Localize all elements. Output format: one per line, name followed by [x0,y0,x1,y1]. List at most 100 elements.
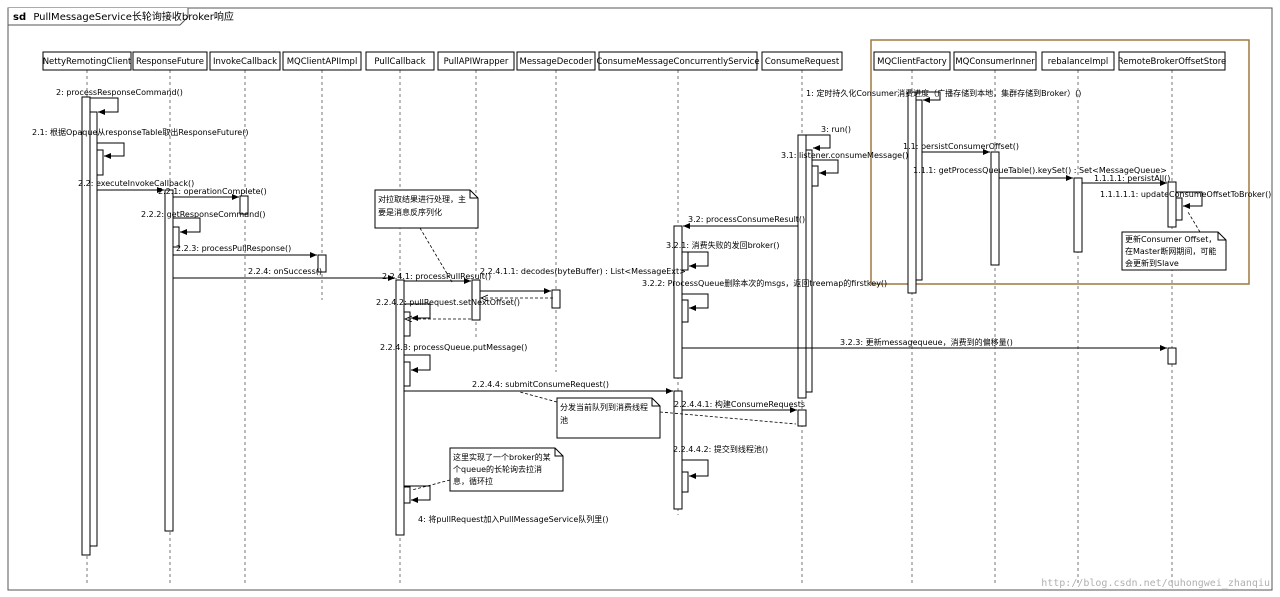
message-2-2-1: 2.2.1: operationComplete() [158,187,267,200]
message-2-2-4-4: 2.2.4.4: submitConsumeRequest() [404,380,673,394]
svg-text:2.2.4.1.1: decodes(byteBuffer): 2.2.4.1.1: decodes(byteBuffer) : List<Me… [480,267,686,276]
svg-text:2.2.4.1: processPullResult(): 2.2.4.1: processPullResult() [382,272,491,281]
svg-text:4: 将pullRequest加入PullMessageSe: 4: 将pullRequest加入PullMessageService队列里() [418,514,609,524]
watermark: http://blog.csdn.net/quhongwei_zhanqiu [1041,578,1270,589]
message-2-2-4-4-1: 2.2.4.4.1: 构建ConsumeRequests [674,399,805,413]
svg-text:3: run(): 3: run() [821,125,851,134]
svg-text:2.2.4.3: processQueue.putMessa: 2.2.4.3: processQueue.putMessage() [380,343,527,352]
lifeline-consume-request: ConsumeRequest [761,51,843,71]
svg-text:NettyRemotingClient: NettyRemotingClient [43,57,132,67]
svg-text:更新Consumer Offset，: 更新Consumer Offset， [1125,234,1216,244]
svg-text:PullCallback: PullCallback [374,57,425,67]
svg-text:分发当前队列到消费线程: 分发当前队列到消费线程 [560,402,648,412]
lifeline-pull-api-wrapper: PullAPIWrapper [437,51,515,71]
svg-text:3.2.3: 更新messagequeue，消费到的偏移量(: 3.2.3: 更新messagequeue，消费到的偏移量() [840,337,1013,347]
svg-text:ConsumeRequest: ConsumeRequest [765,57,840,67]
svg-text:2.2.4.4: submitConsumeRequest(: 2.2.4.4: submitConsumeRequest() [472,380,609,389]
svg-text:个queue的长轮询去拉消: 个queue的长轮询去拉消 [453,464,542,474]
message-2: 2: processResponseCommand() [56,88,183,115]
message-2-2-4-1: 2.2.4.1: processPullResult() [382,272,491,284]
message-3-1: 3.1: listener.consumeMessage() [781,151,908,176]
lifeline-message-decoder: MessageDecoder [516,51,596,71]
lifeline-heads: NettyRemotingClient ResponseFuture Invok… [42,51,1226,71]
svg-text:3.2: processConsumeResult(): 3.2: processConsumeResult() [688,215,805,224]
lifeline-netty-remoting-client: NettyRemotingClient [42,51,132,71]
message-3: 3: run() [806,125,851,151]
message-2-2: 2.2: executeInvokeCallback() [78,179,194,193]
svg-text:1.1: persistConsumerOffset(): 1.1: persistConsumerOffset() [903,142,1019,151]
message-2-2-4-4-2: 2.2.4.4.2: 提交到线程池() [673,444,768,479]
svg-text:3.2.1: 消费失败的发回broker(): 3.2.1: 消费失败的发回broker() [666,240,779,250]
svg-text:MessageDecoder: MessageDecoder [519,57,593,67]
svg-text:InvokeCallback: InvokeCallback [213,57,277,67]
svg-text:MQClientAPIImpl: MQClientAPIImpl [287,57,358,67]
message-2-2-4-2: 2.2.4.2: pullRequest.setNextOffset() [376,298,520,321]
frame-title: sd PullMessageService长轮询接收broker响应 [13,10,234,23]
svg-text:2.2.2: getResponseCommand(): 2.2.2: getResponseCommand() [141,210,266,219]
svg-text:RemoteBrokerOffsetStore: RemoteBrokerOffsetStore [1118,57,1226,67]
svg-text:息，循环拉: 息，循环拉 [453,476,493,486]
message-2-2-4-3: 2.2.4.3: processQueue.putMessage() [380,343,527,373]
message-3-2: 3.2: processConsumeResult() [683,215,805,229]
svg-text:MQConsumerInner: MQConsumerInner [955,57,1035,67]
svg-text:1.1.1.1: persistAll(): 1.1.1.1: persistAll() [1094,174,1170,183]
note-long-polling: 这里实现了一个broker的某 个queue的长轮询去拉消 息，循环拉 [411,447,564,492]
svg-text:1.1.1: getProcessQueueTable().: 1.1.1: getProcessQueueTable().keySet() :… [913,166,1167,175]
lifeline-response-future: ResponseFuture [132,51,208,71]
svg-text:2: processResponseCommand(): 2: processResponseCommand() [56,88,183,97]
svg-text:ResponseFuture: ResponseFuture [136,57,204,67]
message-3-2-3: 3.2.3: 更新messagequeue，消费到的偏移量() [682,337,1167,351]
svg-text:2.2.4.4.2: 提交到线程池(): 2.2.4.4.2: 提交到线程池() [673,444,768,454]
svg-text:要是消息反序列化: 要是消息反序列化 [378,207,442,217]
svg-text:会更新到Slave: 会更新到Slave [1125,258,1179,268]
svg-text:rebalanceImpl: rebalanceImpl [1048,57,1109,67]
messages: 2: processResponseCommand() 2.1: 根据Opaqu… [32,88,1271,524]
lifeline-consume-message-concurrently-service: ConsumeMessageConcurrentlyService [596,51,760,71]
return-arrows [405,298,553,319]
svg-text:MQClientFactory: MQClientFactory [877,57,947,67]
message-2-2-4-1-1: 2.2.4.1.1: decodes(byteBuffer) : List<Me… [480,267,686,294]
lifeline-mq-client-api-impl: MQClientAPIImpl [282,51,362,71]
note-offset-update: 更新Consumer Offset， 在Master断网期间，可能 会更新到Sl… [1121,211,1227,271]
message-1: 1: 定时持久化Consumer消费进度（广播存储到本地，集群存储到Broker… [806,88,1081,103]
offset-group-box [870,39,1250,285]
note-dispatch: 分发当前队列到消费线程 池 [519,391,797,439]
svg-text:2.1: 根据Opaque从responseTable取出R: 2.1: 根据Opaque从responseTable取出ResponseFut… [32,127,248,137]
svg-text:池: 池 [560,415,568,425]
svg-text:这里实现了一个broker的某: 这里实现了一个broker的某 [453,452,551,462]
message-3-2-2: 3.2.2: ProcessQueue删除本次的msgs，返回treemap的f… [642,278,887,311]
message-2-2-4: 2.2.4: onSuccess() [173,267,395,281]
message-1-1-1-1-1: 1.1.1.1.1: updateConsumeOffsetToBroker() [1100,190,1271,209]
message-4: 4: 将pullRequest加入PullMessageService队列里() [404,485,609,524]
svg-text:2.2.3: processPullResponse(): 2.2.3: processPullResponse() [176,244,291,253]
svg-text:3.1: listener.consumeMessage(): 3.1: listener.consumeMessage() [781,151,908,160]
message-2-2-2: 2.2.2: getResponseCommand() [141,210,266,235]
frame-tab [7,8,189,26]
message-1-1-1-1: 1.1.1.1: persistAll() [1082,174,1170,186]
svg-text:在Master断网期间，可能: 在Master断网期间，可能 [1125,246,1216,256]
svg-text:PullAPIWrapper: PullAPIWrapper [444,57,509,67]
message-2-1: 2.1: 根据Opaque从responseTable取出ResponseFut… [32,127,248,159]
note-decode: 对拉取结果进行处理，主 要是消息反序列化 [374,189,479,283]
activation-bars [81,91,1183,556]
svg-text:2.2.1: operationComplete(): 2.2.1: operationComplete() [158,187,267,196]
svg-text:1: 定时持久化Consumer消费进度（广播存储到本地，集: 1: 定时持久化Consumer消费进度（广播存储到本地，集群存储到Broker… [806,88,1081,98]
message-3-2-1: 3.2.1: 消费失败的发回broker() [666,240,779,269]
lifeline-mq-client-factory: MQClientFactory [873,51,951,71]
lifeline-invoke-callback: InvokeCallback [209,51,281,71]
frame-border [7,7,1273,591]
svg-text:对拉取结果进行处理，主: 对拉取结果进行处理，主 [378,194,466,204]
svg-text:2.2.4: onSuccess(): 2.2.4: onSuccess() [248,267,322,276]
svg-text:ConsumeMessageConcurrentlyServ: ConsumeMessageConcurrentlyService [596,57,759,67]
lifeline-pull-callback: PullCallback [365,51,435,71]
lifeline-remote-broker-offset-store: RemoteBrokerOffsetStore [1118,51,1226,71]
lifeline-rebalance-impl: rebalanceImpl [1041,51,1115,71]
svg-text:2.2.4.4.1: 构建ConsumeRequests: 2.2.4.4.1: 构建ConsumeRequests [674,399,805,409]
message-1-1-1: 1.1.1: getProcessQueueTable().keySet() :… [913,166,1167,181]
svg-text:1.1.1.1.1: updateConsumeOffset: 1.1.1.1.1: updateConsumeOffsetToBroker() [1100,190,1271,199]
svg-text:3.2.2: ProcessQueue删除本次的msgs，返: 3.2.2: ProcessQueue删除本次的msgs，返回treemap的f… [642,278,887,288]
message-1-1: 1.1: persistConsumerOffset() [903,142,1019,155]
message-2-2-3: 2.2.3: processPullResponse() [173,244,317,258]
svg-text:2.2.4.2: pullRequest.setNextOf: 2.2.4.2: pullRequest.setNextOffset() [376,298,520,307]
